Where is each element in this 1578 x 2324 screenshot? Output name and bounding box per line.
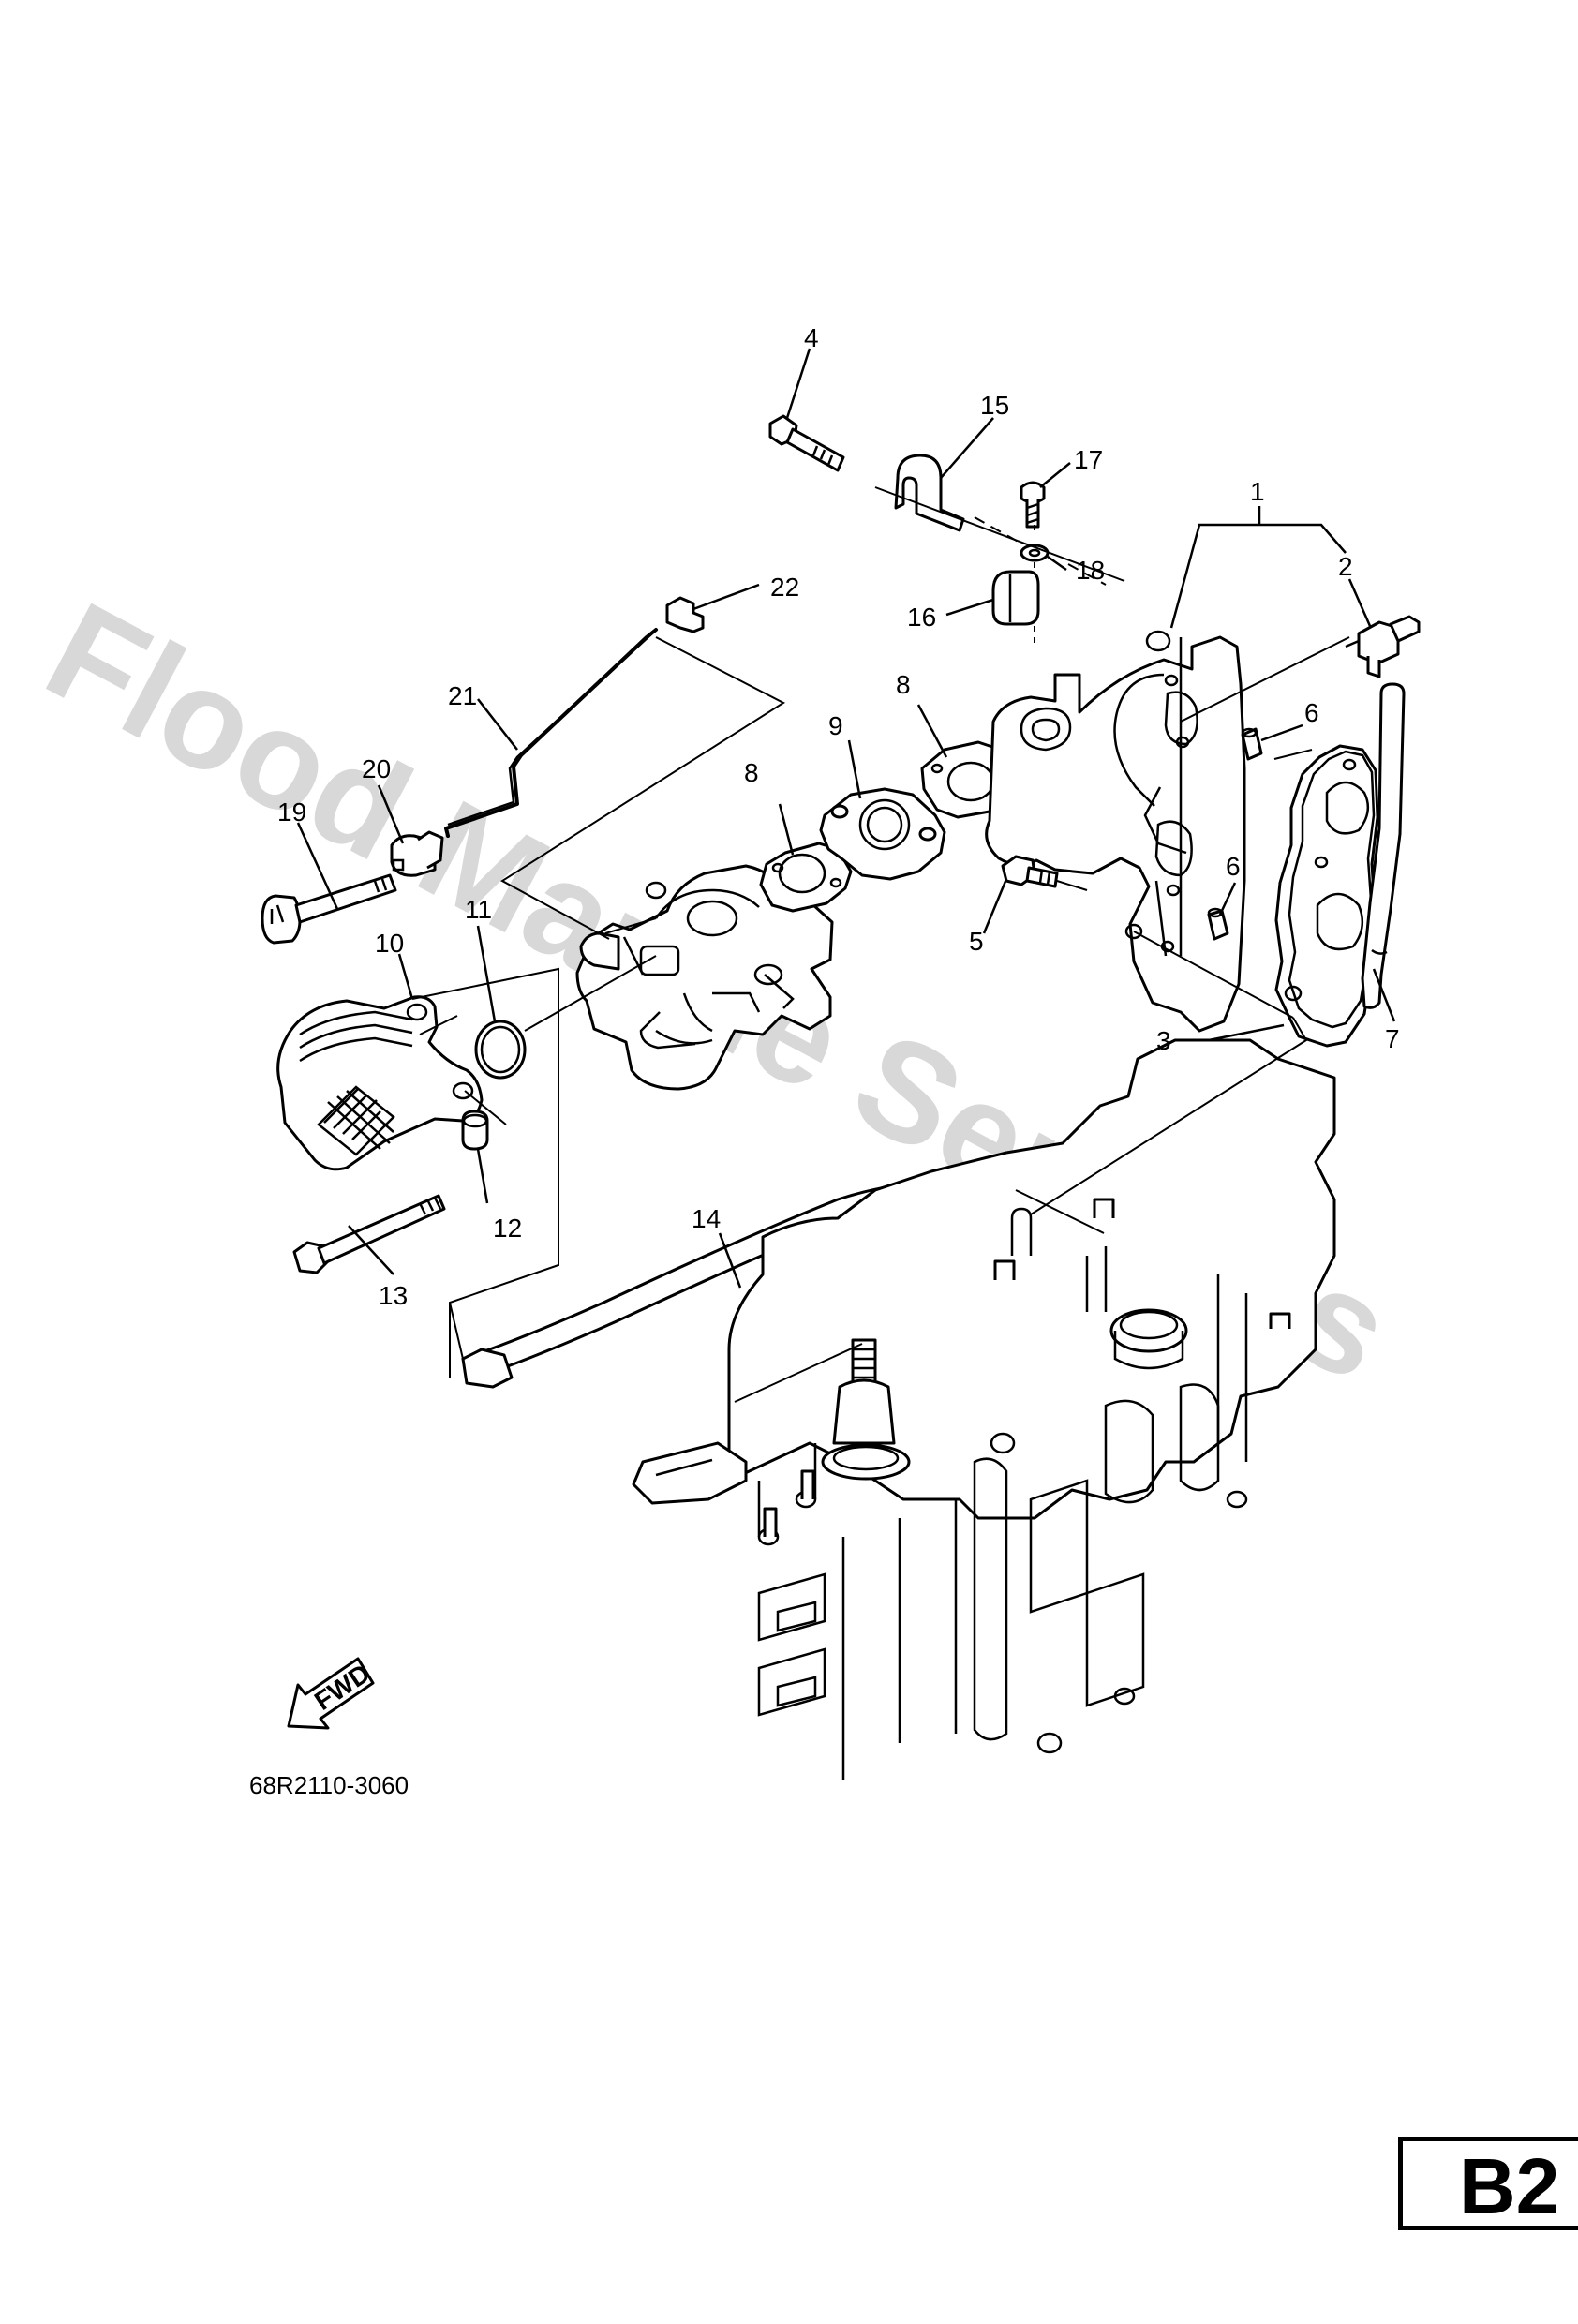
assembly-alignment-lines — [411, 486, 1350, 1403]
part-19-choke-knob[interactable] — [261, 873, 397, 945]
callout-13: 13 — [379, 1281, 408, 1310]
part-20-collar[interactable] — [390, 830, 444, 877]
callout-9: 9 — [828, 711, 843, 740]
callout-14: 14 — [692, 1204, 721, 1233]
callout-6-upper: 6 — [1304, 698, 1319, 727]
part-13-long-bolt[interactable] — [292, 1194, 446, 1274]
callout-17: 17 — [1074, 445, 1103, 474]
part-17-screw[interactable] — [1020, 481, 1046, 529]
part-22-clip[interactable] — [665, 596, 705, 633]
fwd-direction-arrow: FWD — [287, 1657, 375, 1730]
callout-18: 18 — [1076, 556, 1105, 585]
leader-lines — [296, 348, 1396, 1289]
part-11-o-ring[interactable] — [474, 1020, 527, 1080]
part-12-collar[interactable] — [461, 1110, 489, 1151]
part-15-clamp[interactable] — [894, 454, 965, 532]
callout-20: 20 — [362, 754, 391, 783]
part-2-fitting[interactable] — [1345, 615, 1421, 678]
callout-1: 1 — [1250, 477, 1265, 506]
page-section-label: B2 — [1459, 2142, 1560, 2230]
callout-6-lower: 6 — [1226, 852, 1241, 881]
fwd-label: FWD — [309, 1659, 375, 1716]
part-4-bolt[interactable] — [768, 414, 845, 472]
callout-7: 7 — [1385, 1024, 1400, 1053]
callout-21: 21 — [448, 681, 477, 710]
part-8-gasket-left[interactable] — [759, 842, 853, 913]
diagram-part-code: 68R2110-3060 — [249, 1771, 409, 1799]
page-section-badge: B2 — [1398, 2137, 1578, 2230]
callout-3: 3 — [1156, 1026, 1171, 1055]
callout-4: 4 — [804, 323, 819, 352]
part-7-hose[interactable] — [1361, 682, 1406, 1009]
callout-15: 15 — [980, 391, 1009, 420]
part-3-gasket[interactable] — [1274, 744, 1379, 1048]
part-6-dowel-pin-upper[interactable] — [1241, 727, 1263, 761]
callout-16: 16 — [907, 603, 936, 632]
part-5-bolt[interactable] — [1001, 855, 1059, 888]
callout-labels: 1 2 3 4 5 6 6 7 8 8 9 10 11 12 13 14 15 … — [277, 323, 1400, 1310]
engine-block[interactable] — [632, 1038, 1336, 1780]
callout-22: 22 — [770, 573, 799, 602]
callout-19: 19 — [277, 797, 306, 827]
carburetor-assembly[interactable] — [575, 864, 834, 1091]
callout-11: 11 — [465, 895, 492, 924]
callout-10: 10 — [375, 929, 404, 958]
part-6-dowel-pin-lower[interactable] — [1207, 907, 1229, 941]
callout-2: 2 — [1338, 552, 1353, 581]
callout-12: 12 — [493, 1214, 522, 1243]
part-1-intake-manifold[interactable] — [985, 630, 1246, 1033]
callout-8-left: 8 — [744, 758, 759, 787]
callout-8-right: 8 — [896, 670, 911, 699]
callout-5: 5 — [969, 927, 984, 956]
part-10-intake-silencer[interactable] — [276, 995, 484, 1171]
part-9-insulator[interactable] — [819, 787, 946, 881]
part-16-grommet[interactable] — [991, 570, 1040, 626]
